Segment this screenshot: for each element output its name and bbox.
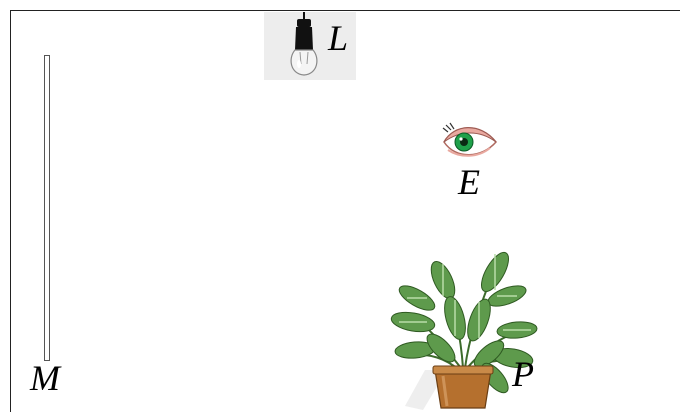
mirror-label: M — [30, 358, 60, 398]
eye-label: E — [458, 162, 480, 202]
plane-mirror-icon — [44, 55, 50, 361]
eye-icon — [442, 122, 497, 157]
light-bulb-icon — [290, 12, 318, 76]
lamp-label: L — [328, 18, 349, 58]
plant-label: P — [512, 354, 534, 394]
room-frame — [10, 10, 680, 412]
potted-plant-icon — [390, 251, 538, 410]
